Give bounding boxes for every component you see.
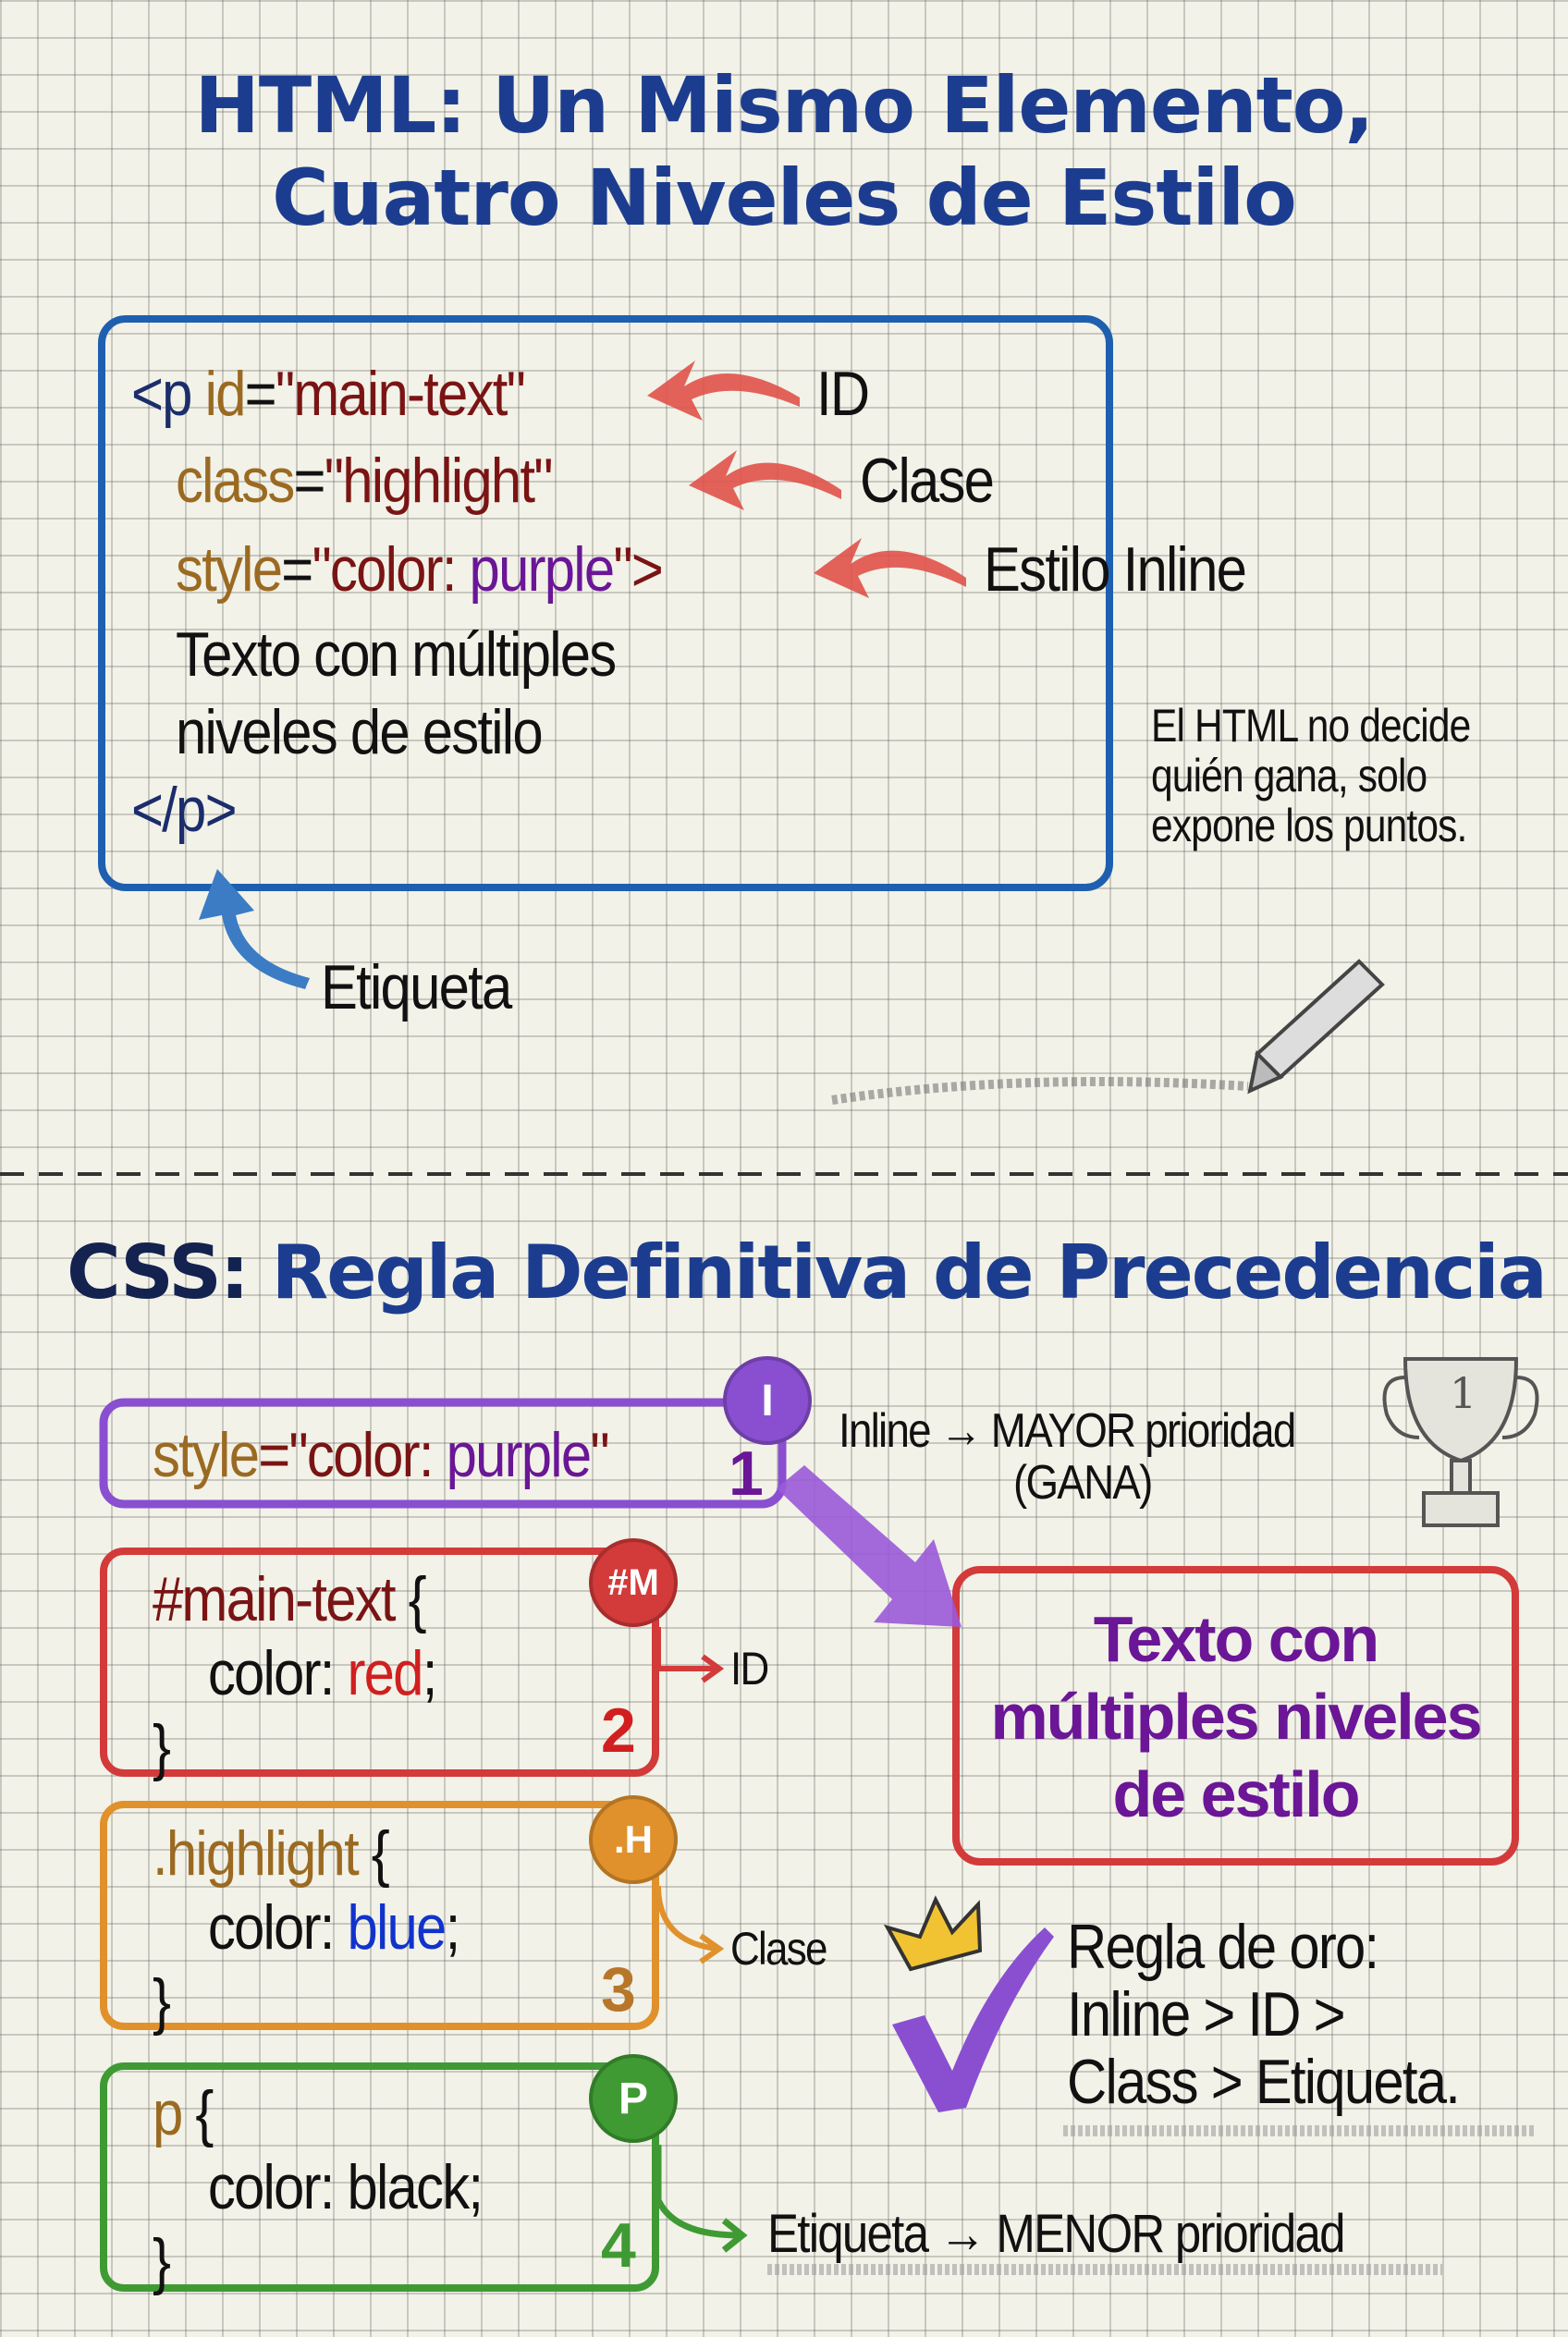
crown-icon (883, 1895, 983, 1972)
id-rule-code: #main-text { color: red;} (153, 1562, 438, 1784)
tag-label: Etiqueta → MENOR prioridad (767, 2204, 1345, 2264)
result-box (952, 1566, 1519, 1866)
rule-selector: #main-text (153, 1564, 397, 1634)
class-rule-code: .highlight {color: blue;} (153, 1817, 461, 2038)
id-value: "main-text" (275, 359, 526, 429)
style-color: purple (469, 534, 616, 605)
inline-note-line2: (GANA) (1013, 1456, 1153, 1510)
rule-end: " (590, 1420, 609, 1490)
code-text-line1: Texto con múltiples (176, 619, 617, 690)
css-title-prefix: CSS: (67, 1230, 250, 1315)
golden-rule-line1: Regla de oro: (1067, 1912, 1379, 1982)
badge-tag: P (589, 2054, 678, 2143)
rank-1: 1 (729, 1438, 764, 1509)
underline-scribble (767, 2125, 1535, 2275)
rank-3: 3 (601, 1954, 636, 2025)
rule-open: { (181, 2078, 214, 2148)
id-label: ID (730, 1643, 769, 1695)
rule-selector: style (153, 1420, 260, 1490)
badge-inline: I (723, 1356, 812, 1445)
rule-selector: .highlight (153, 1818, 360, 1889)
rule-open: { (394, 1564, 427, 1634)
html-code-box (98, 315, 1113, 891)
rule-eq: =" (258, 1420, 308, 1490)
rank-2: 2 (601, 1695, 636, 1766)
page-title-line2: Cuatro Niveles de Estilo (272, 153, 1297, 243)
rule-prop: color: (207, 1638, 348, 1708)
trophy-number: 1 (1450, 1368, 1477, 1418)
result-line2: múltiples niveles (990, 1681, 1482, 1753)
result-line1: Texto con (1093, 1603, 1379, 1675)
class-attr: class (176, 446, 295, 516)
id-attr: id (204, 359, 247, 429)
rule-value: blue (347, 1892, 447, 1963)
badge-id: #M (589, 1538, 678, 1627)
inline-note-line1: Inline → MAYOR prioridad (839, 1404, 1296, 1458)
class-value: "highlight" (324, 446, 554, 516)
golden-rule-line2: Inline > ID > (1067, 1979, 1346, 2049)
eq: = (281, 534, 313, 605)
style-suffix: "> (613, 534, 663, 605)
style-prefix: "color: (312, 534, 470, 605)
html-note: El HTML no decide quién gana, solo expon… (1151, 700, 1471, 851)
rule-close: } (153, 1712, 171, 1782)
badge-class: .H (589, 1795, 678, 1884)
arrow-id-icon (647, 361, 800, 421)
rule-prop: color: (207, 1892, 348, 1963)
label-inline: Estilo Inline (984, 534, 1247, 605)
rule-value: purple (446, 1420, 593, 1490)
result-line3: de estilo (1112, 1758, 1361, 1830)
class-connector-icon (655, 1885, 725, 1964)
rule-prop: color: black; (207, 2152, 484, 2222)
code-line-class: class="highlight" (176, 449, 554, 512)
rule-prop: color: (306, 1420, 447, 1490)
winner-arrow-icon (777, 1465, 962, 1627)
code-line-style: style="color: purple"> (176, 538, 664, 601)
css-title: CSS: Regla Definitiva de Precedencia (67, 1230, 1548, 1315)
rule-value: red (347, 1638, 423, 1708)
rule-close: } (153, 2226, 171, 2296)
label-id: ID (816, 359, 870, 429)
rank-4: 4 (601, 2210, 636, 2281)
rule-open: { (357, 1818, 390, 1889)
code-line-open-tag: <p id="main-text" (131, 362, 526, 425)
inline-rule-box (99, 1398, 787, 1509)
style-attr: style (176, 534, 283, 605)
code-text-line2: niveles de estilo (176, 697, 544, 767)
eq: = (293, 446, 326, 516)
trophy-icon (1382, 1357, 1539, 1527)
label-tag: Etiqueta (321, 952, 512, 1022)
rule-selector: p (153, 2078, 183, 2148)
css-title-rest: Regla Definitiva de Precedencia (247, 1230, 1548, 1315)
close-tag: </p> (131, 775, 238, 845)
arrow-tag-icon (199, 869, 310, 989)
pencil-icon (831, 959, 1385, 1105)
label-class: Clase (860, 446, 995, 516)
open-tag: <p (131, 359, 192, 429)
checkmark-icon (892, 1927, 1054, 2112)
rule-semi: ; (445, 1892, 461, 1963)
golden-rule-line3: Class > Etiqueta. (1067, 2047, 1461, 2117)
arrow-class-icon (689, 450, 841, 510)
inline-rule-code: style="color: purple" (153, 1424, 610, 1487)
class-label: Clase (730, 1923, 827, 1975)
eq: = (244, 359, 277, 429)
rule-close: } (153, 1966, 171, 2037)
rule-semi: ; (422, 1638, 438, 1708)
tag-connector-icon (655, 2145, 748, 2253)
arrow-inline-icon (814, 538, 966, 598)
id-connector-icon (655, 1627, 725, 1683)
page-title-line1: HTML: Un Mismo Elemento, (194, 60, 1375, 151)
tag-rule-code: p {color: black;} (153, 2076, 484, 2298)
class-rule-box (100, 1801, 659, 2030)
